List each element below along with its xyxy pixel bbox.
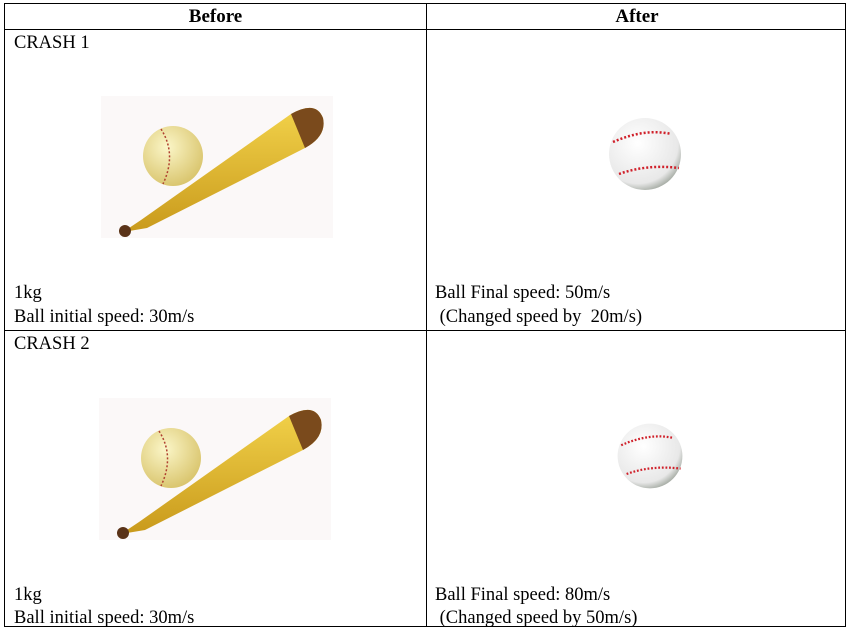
crash-2-final-speed: Ball Final speed: 80m/s bbox=[435, 585, 611, 605]
row-divider bbox=[5, 330, 845, 331]
crash-2-mass: 1kg bbox=[14, 585, 42, 605]
bat-and-ball-image bbox=[101, 96, 333, 238]
crash-2-initial-speed: Ball initial speed: 30m/s bbox=[14, 608, 195, 628]
column-divider bbox=[426, 4, 427, 626]
bat-and-ball-image bbox=[99, 398, 331, 540]
header-after: After bbox=[615, 6, 659, 27]
baseball-image bbox=[609, 118, 681, 190]
crash-2-speed-change: (Changed speed by 50m/s) bbox=[435, 608, 638, 628]
crash-1-title: CRASH 1 bbox=[14, 33, 90, 53]
crash-1-initial-speed: Ball initial speed: 30m/s bbox=[14, 307, 195, 327]
baseball-image bbox=[617, 423, 683, 489]
crash-table: Before After CRASH 1 1kg Ball initial sp… bbox=[4, 3, 846, 628]
header-before: Before bbox=[188, 6, 243, 27]
crash-1-mass: 1kg bbox=[14, 283, 42, 303]
row-divider bbox=[5, 29, 845, 30]
crash-2-title: CRASH 2 bbox=[14, 334, 90, 354]
crash-1-final-speed: Ball Final speed: 50m/s bbox=[435, 283, 611, 303]
crash-1-speed-change: (Changed speed by 20m/s) bbox=[435, 307, 643, 327]
